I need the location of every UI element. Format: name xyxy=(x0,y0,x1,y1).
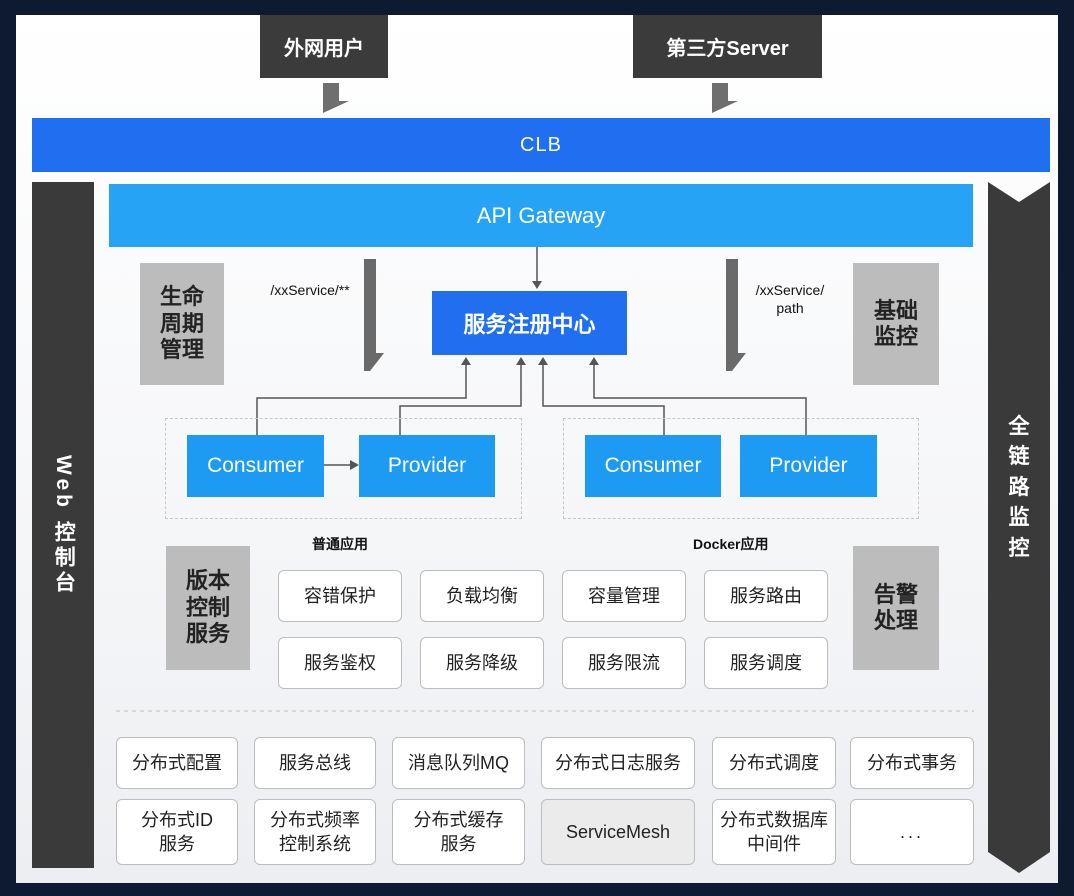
basic-monitoring-box: 基础 监控 xyxy=(853,263,939,385)
architecture-canvas: 外网用户 第三方Server CLB Web 控制台 全链路监控 API Gat… xyxy=(16,15,1058,883)
service-registry-box: 服务注册中心 xyxy=(432,291,627,355)
middleware-item: ServiceMesh xyxy=(541,799,695,865)
full-link-monitor-label: 全链路监控 xyxy=(1008,415,1030,560)
governance-item: 服务限流 xyxy=(562,637,686,689)
governance-item: 服务路由 xyxy=(704,570,828,622)
web-console-bar: Web 控制台 xyxy=(32,182,94,868)
governance-item: 负载均衡 xyxy=(420,570,544,622)
third-party-server-box: 第三方Server xyxy=(633,15,822,78)
middleware-item: 消息队列MQ xyxy=(392,737,525,789)
normal-app-group xyxy=(165,418,522,519)
path-label-left: /xxService/** xyxy=(270,282,350,298)
middleware-item: 分布式调度 xyxy=(712,737,836,789)
full-link-monitor-shape xyxy=(988,182,1050,873)
middleware-item-more: ... xyxy=(850,799,974,865)
arrow-external-to-clb xyxy=(323,83,349,113)
arrow-path-left xyxy=(364,259,384,371)
consumer-normal-box: Consumer xyxy=(187,435,324,497)
external-users-box: 外网用户 xyxy=(260,15,388,78)
registry-links xyxy=(256,363,807,437)
governance-item: 服务调度 xyxy=(704,637,828,689)
governance-item: 容量管理 xyxy=(562,570,686,622)
alert-handling-box: 告警 处理 xyxy=(853,546,939,670)
consumer-docker-box: Consumer xyxy=(585,435,721,497)
full-link-monitor-bar: 全链路监控 xyxy=(988,182,1050,873)
web-console-label: Web 控制台 xyxy=(52,454,76,596)
middleware-item: 分布式事务 xyxy=(850,737,974,789)
governance-item: 服务降级 xyxy=(420,637,544,689)
governance-item: 容错保护 xyxy=(278,570,402,622)
lifecycle-management-box: 生命 周期 管理 xyxy=(140,263,224,385)
middleware-item: 分布式频率 控制系统 xyxy=(254,799,376,865)
middleware-item: 分布式日志服务 xyxy=(541,737,695,789)
provider-docker-box: Provider xyxy=(740,435,877,497)
middleware-item: 分布式ID 服务 xyxy=(116,799,238,865)
version-control-box: 版本 控制 服务 xyxy=(166,546,250,670)
clb-bar: CLB xyxy=(32,118,1050,172)
middleware-item: 分布式配置 xyxy=(116,737,238,789)
web-console-shape xyxy=(32,182,94,868)
middleware-item: 分布式数据库 中间件 xyxy=(712,799,836,865)
normal-app-label: 普通应用 xyxy=(312,536,368,552)
provider-normal-box: Provider xyxy=(359,435,495,497)
governance-item: 服务鉴权 xyxy=(278,637,402,689)
middleware-item: 分布式缓存 服务 xyxy=(392,799,525,865)
arrow-path-right xyxy=(726,259,746,371)
arrow-thirdparty-to-clb xyxy=(712,83,738,113)
docker-app-group xyxy=(563,418,919,519)
docker-app-label: Docker应用 xyxy=(693,536,769,552)
path-label-right: /xxService/ path xyxy=(755,282,825,317)
connector-layer xyxy=(116,83,974,712)
api-gateway-bar: API Gateway xyxy=(109,184,973,247)
middleware-item: 服务总线 xyxy=(254,737,376,789)
